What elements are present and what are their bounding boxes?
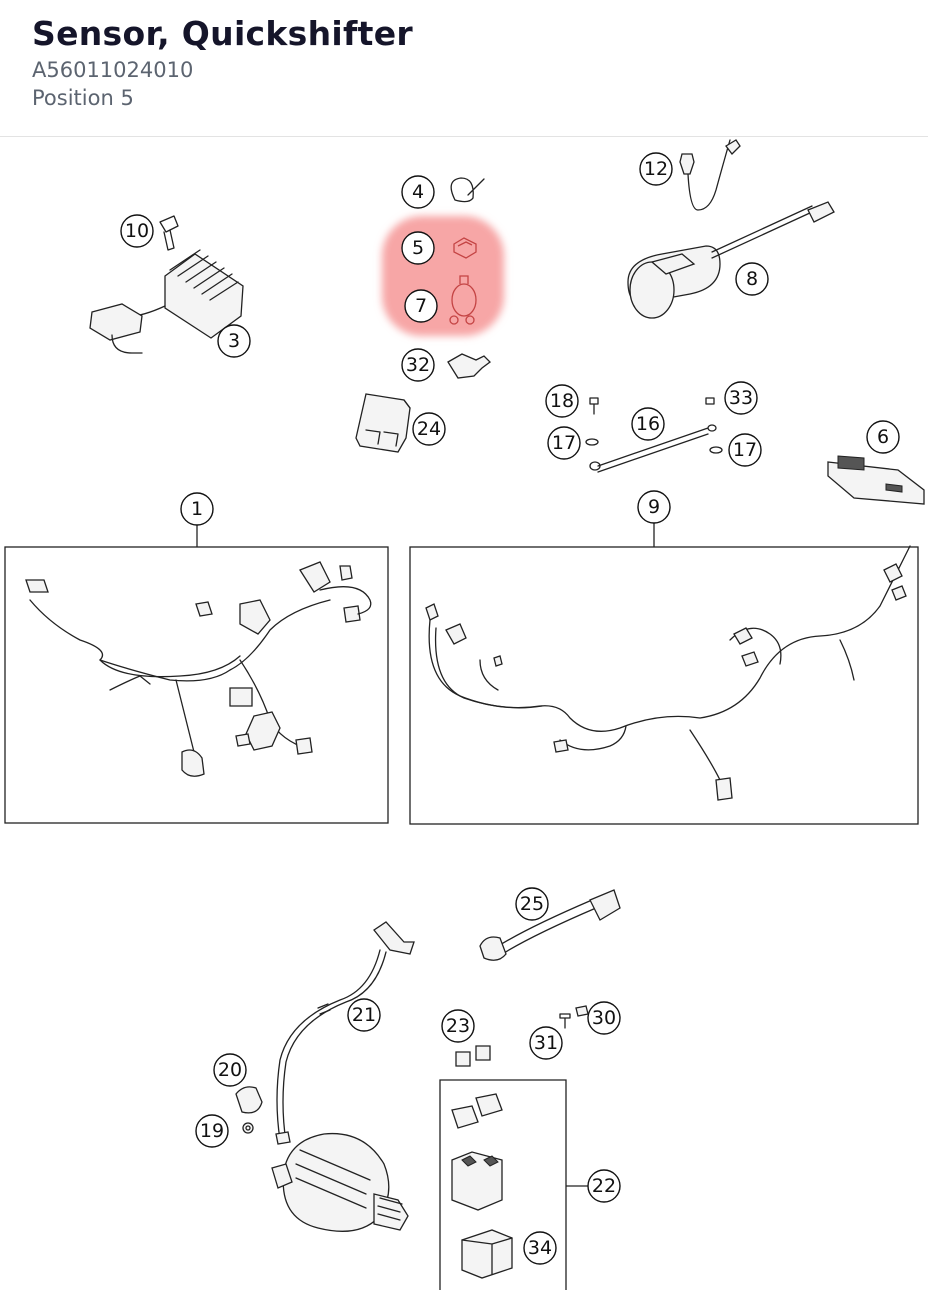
callout-17-right[interactable]: 17 [728,433,762,467]
part-12-drawing [679,139,741,211]
part-7-drawing [449,275,477,325]
part-23-drawing [455,1045,491,1067]
callout-18[interactable]: 18 [545,384,579,418]
part-20-drawing [235,1086,263,1114]
callout-8[interactable]: 8 [735,262,769,296]
callout-6[interactable]: 6 [866,420,900,454]
callout-31[interactable]: 31 [529,1026,563,1060]
callout-3[interactable]: 3 [217,324,251,358]
svg-text:24: 24 [417,418,441,440]
svg-text:34: 34 [528,1237,552,1259]
svg-text:10: 10 [125,220,149,242]
callout-5[interactable]: 5 [401,231,435,265]
callout-19[interactable]: 19 [195,1114,229,1148]
svg-text:8: 8 [746,268,758,290]
page-title: Sensor, Quickshifter [32,14,414,53]
callout-33[interactable]: 33 [724,381,758,415]
callout-1[interactable]: 1 [180,492,214,526]
part-6-drawing [827,455,925,505]
part-1-drawing [25,561,372,777]
part-number: A56011024010 [32,58,194,82]
part-10-drawing [159,215,179,251]
svg-text:19: 19 [200,1120,224,1142]
part-22-drawing [451,1093,503,1211]
svg-text:6: 6 [877,426,889,448]
part-8-drawing [627,201,835,319]
callout-12[interactable]: 12 [639,152,673,186]
part-21-drawing [276,921,415,1143]
svg-text:31: 31 [534,1032,558,1054]
callout-16[interactable]: 16 [631,407,665,441]
svg-text:18: 18 [550,390,574,412]
parts-diagram: 1 3 4 5 6 7 8 9 10 12 16 17 17 18 19 20 … [4,139,925,1290]
starter-motor-drawing [271,1131,409,1232]
svg-text:23: 23 [446,1015,470,1037]
callout-25[interactable]: 25 [515,887,549,921]
svg-text:22: 22 [592,1175,616,1197]
callout-34[interactable]: 34 [523,1231,557,1265]
highlight-region [382,216,504,336]
svg-text:32: 32 [406,354,430,376]
svg-text:25: 25 [520,893,544,915]
svg-text:5: 5 [412,237,424,259]
callout-23[interactable]: 23 [441,1009,475,1043]
svg-text:17: 17 [733,439,757,461]
svg-text:30: 30 [592,1007,616,1029]
part-25-drawing [479,889,621,961]
callout-24[interactable]: 24 [412,412,446,446]
callout-22[interactable]: 22 [587,1169,621,1203]
callout-10[interactable]: 10 [120,214,154,248]
svg-text:9: 9 [648,496,660,518]
svg-text:1: 1 [191,498,203,520]
part-24-drawing [355,393,411,453]
part-5-drawing [453,237,477,259]
callout-7[interactable]: 7 [404,289,438,323]
callout-4[interactable]: 4 [401,175,435,209]
callout-32[interactable]: 32 [401,348,435,382]
position-label: Position 5 [32,86,134,110]
svg-text:3: 3 [228,330,240,352]
svg-text:20: 20 [218,1059,242,1081]
callout-21[interactable]: 21 [347,998,381,1032]
part-19-drawing [242,1122,254,1134]
svg-text:12: 12 [644,158,668,180]
svg-text:33: 33 [729,387,753,409]
svg-text:4: 4 [412,181,424,203]
callout-9[interactable]: 9 [637,490,671,524]
page-header: Sensor, Quickshifter A56011024010 Positi… [0,0,928,137]
part-3-drawing [89,249,244,354]
part-32-drawing [447,353,491,379]
part-30-drawing [575,1005,589,1017]
part-31-drawing [559,1013,571,1029]
svg-text:16: 16 [636,413,660,435]
svg-text:7: 7 [415,295,427,317]
svg-text:21: 21 [352,1004,376,1026]
svg-text:17: 17 [552,432,576,454]
part-9-drawing [425,545,911,801]
part-22-box [439,1079,567,1290]
part-4-drawing [450,177,485,203]
callout-20[interactable]: 20 [213,1053,247,1087]
callout-17-left[interactable]: 17 [547,426,581,460]
part-34-drawing [461,1229,513,1279]
callout-30[interactable]: 30 [587,1001,621,1035]
part-16-drawing [585,397,723,473]
part-9-box [409,546,919,825]
